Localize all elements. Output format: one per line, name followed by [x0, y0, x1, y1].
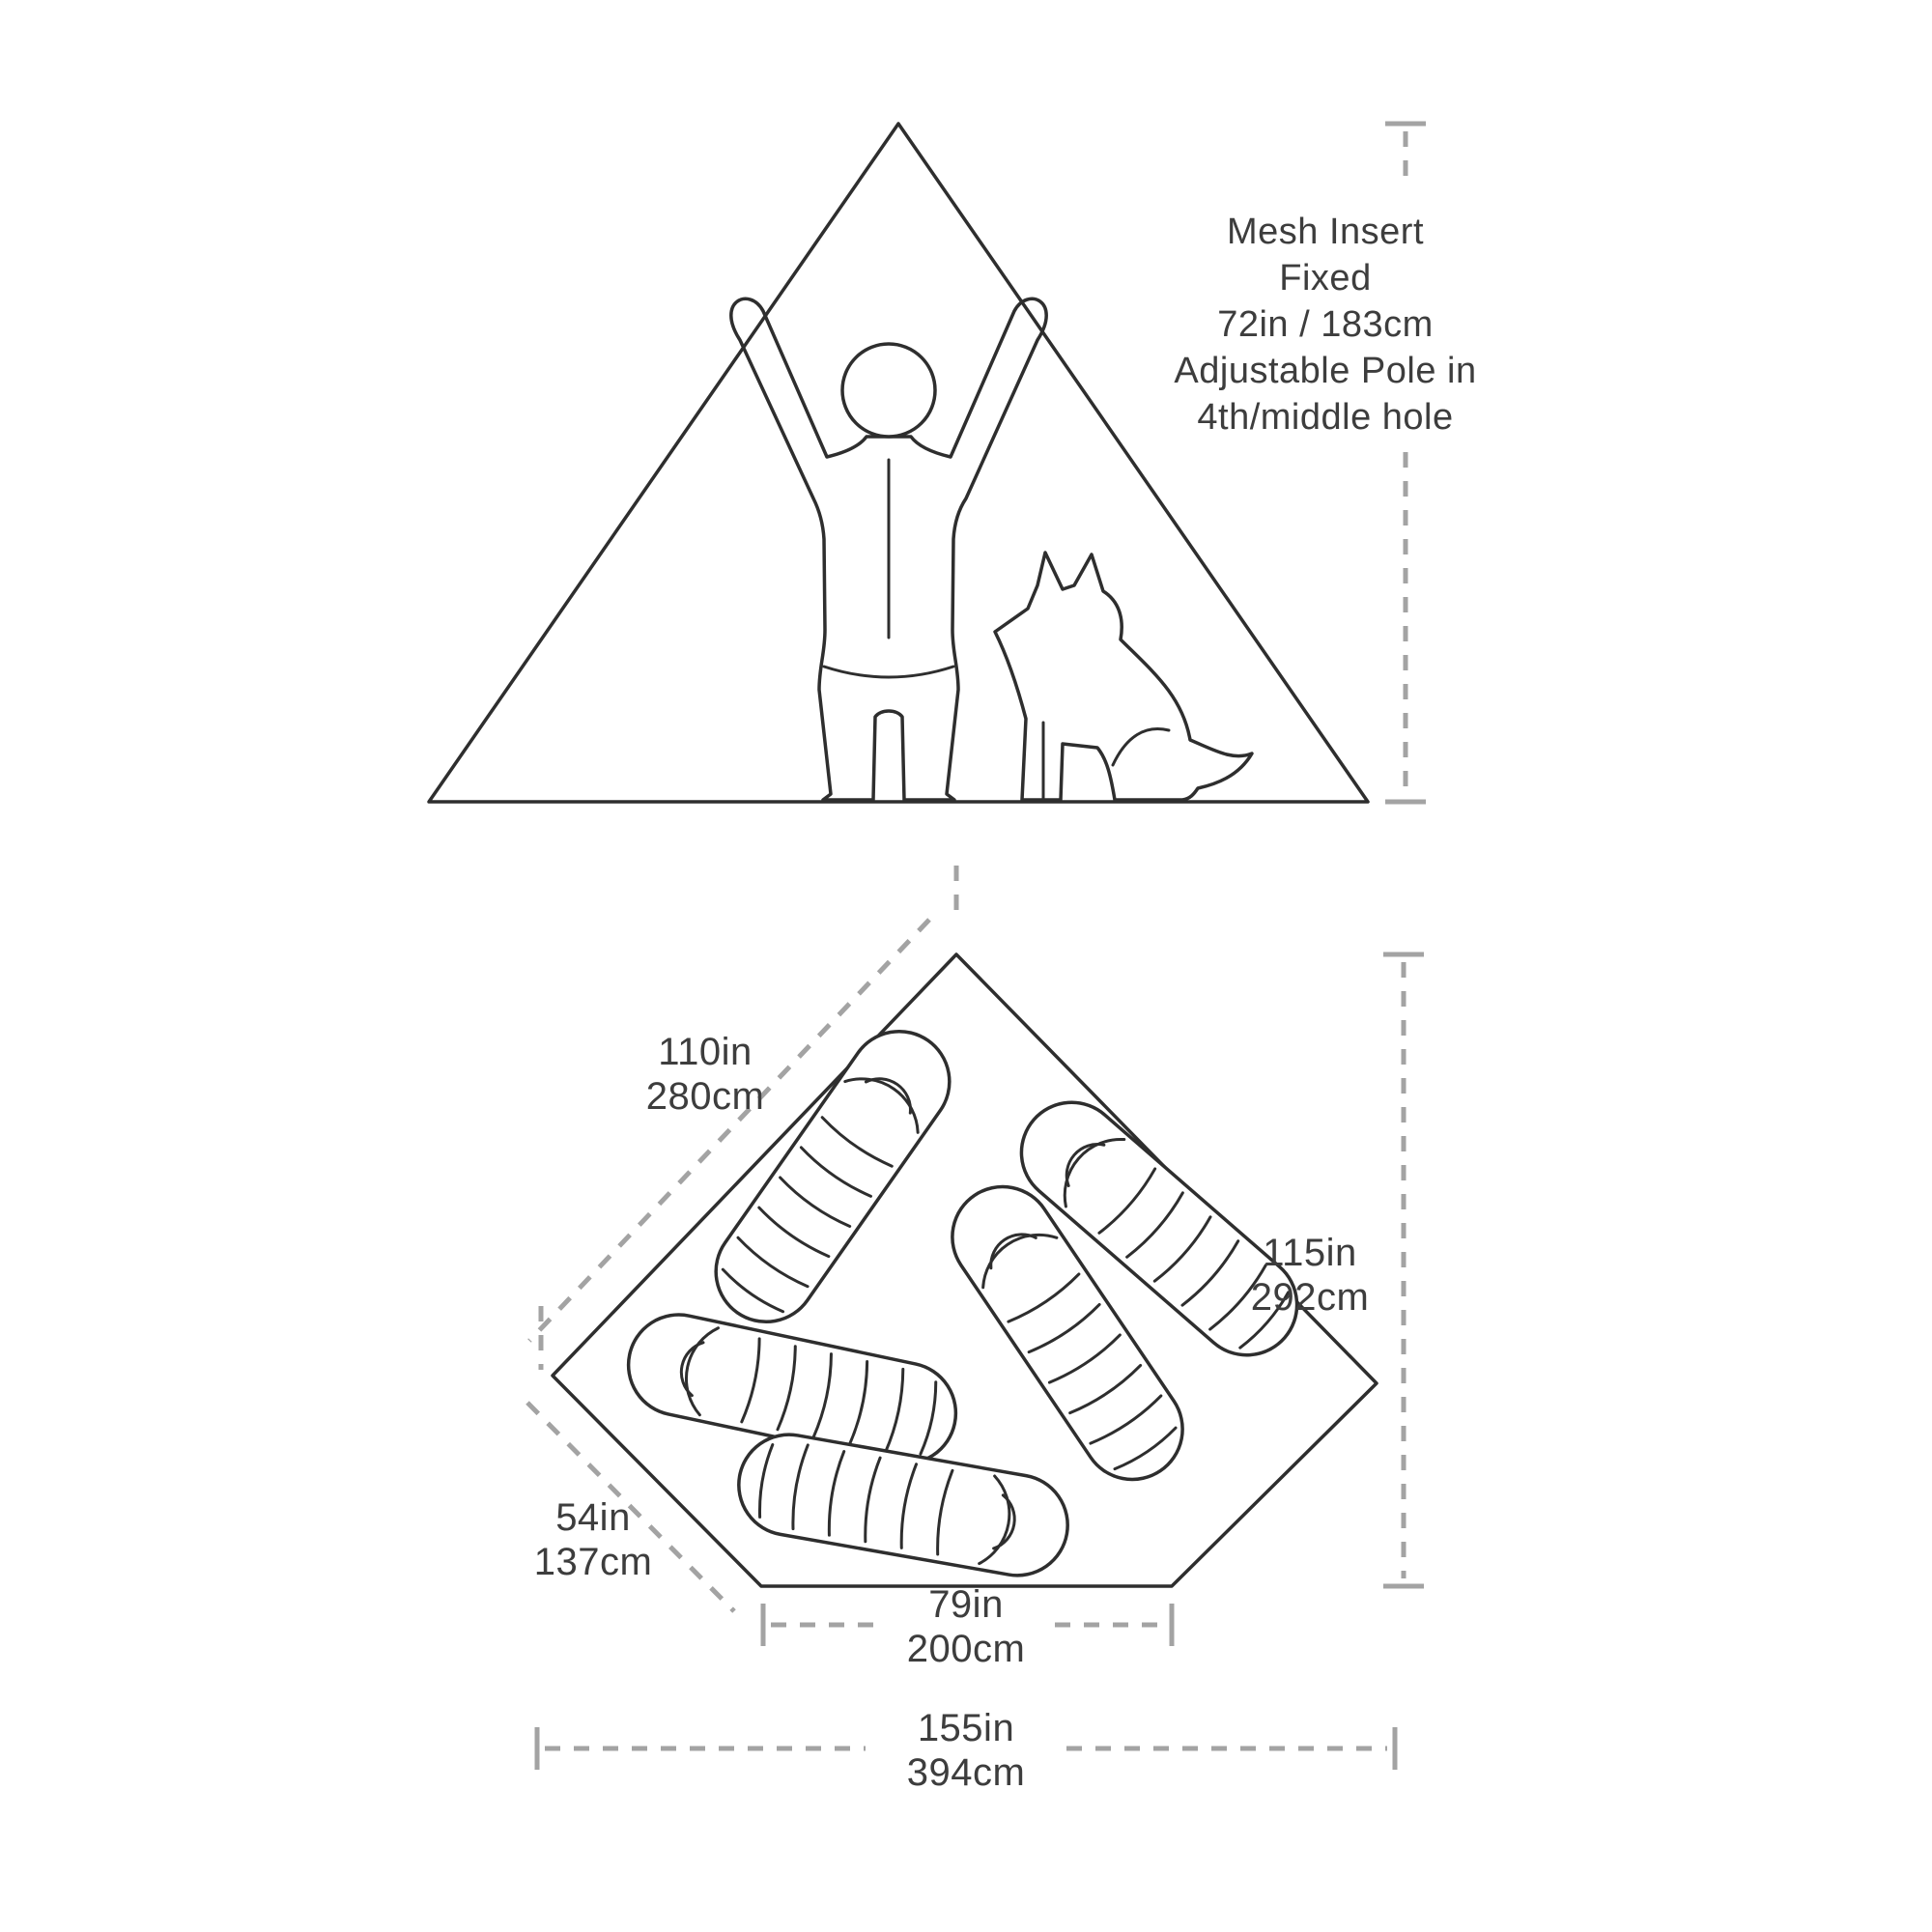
dimension-label-in: 54in [555, 1496, 631, 1539]
dimension-110in: 110in 280cm [527, 866, 959, 1370]
dimension-label-in: 115in [1263, 1232, 1356, 1274]
dimension-54in: 54in 137cm [526, 1401, 736, 1613]
dimension-label-in: 110in [658, 1031, 752, 1073]
dimension-label-in: 79in [928, 1583, 1004, 1626]
dimension-label-cm: 137cm [534, 1541, 653, 1583]
dimension-line [527, 918, 931, 1343]
dimension-79in: 79in 200cm [760, 1583, 1175, 1670]
annotation-line: Fixed [1279, 258, 1371, 298]
dimension-155in: 155in 394cm [534, 1707, 1398, 1794]
dimension-label-in: 155in [918, 1707, 1014, 1749]
pole-height-dimension [1385, 121, 1426, 805]
tent-triangle-outline [427, 122, 1370, 804]
annotation-line: Adjustable Pole in [1174, 351, 1476, 391]
dimension-label-cm: 280cm [646, 1075, 765, 1118]
dimension-line [526, 1401, 736, 1613]
person-head [840, 342, 937, 439]
mesh-insert-annotation: Mesh Insert Fixed 72in / 183cm Adjustabl… [1174, 212, 1476, 438]
dimension-label-cm: 394cm [907, 1751, 1026, 1794]
dog-icon [993, 551, 1254, 802]
floor-plan-outline [551, 952, 1378, 1588]
dimension-115in: 115in 292cm [1251, 952, 1424, 1589]
person-icon [729, 297, 1048, 802]
tent-side-view: Mesh Insert Fixed 72in / 183cm Adjustabl… [427, 121, 1476, 805]
tent-floor-plan: 110in 280cm 115in 292cm 54in 137cm 79in … [526, 866, 1424, 1794]
dimension-label-cm: 292cm [1251, 1276, 1370, 1319]
annotation-line: 72in / 183cm [1217, 304, 1434, 345]
annotation-line: Mesh Insert [1227, 212, 1424, 252]
dimension-label-cm: 200cm [907, 1628, 1026, 1670]
annotation-line: 4th/middle hole [1197, 397, 1453, 438]
